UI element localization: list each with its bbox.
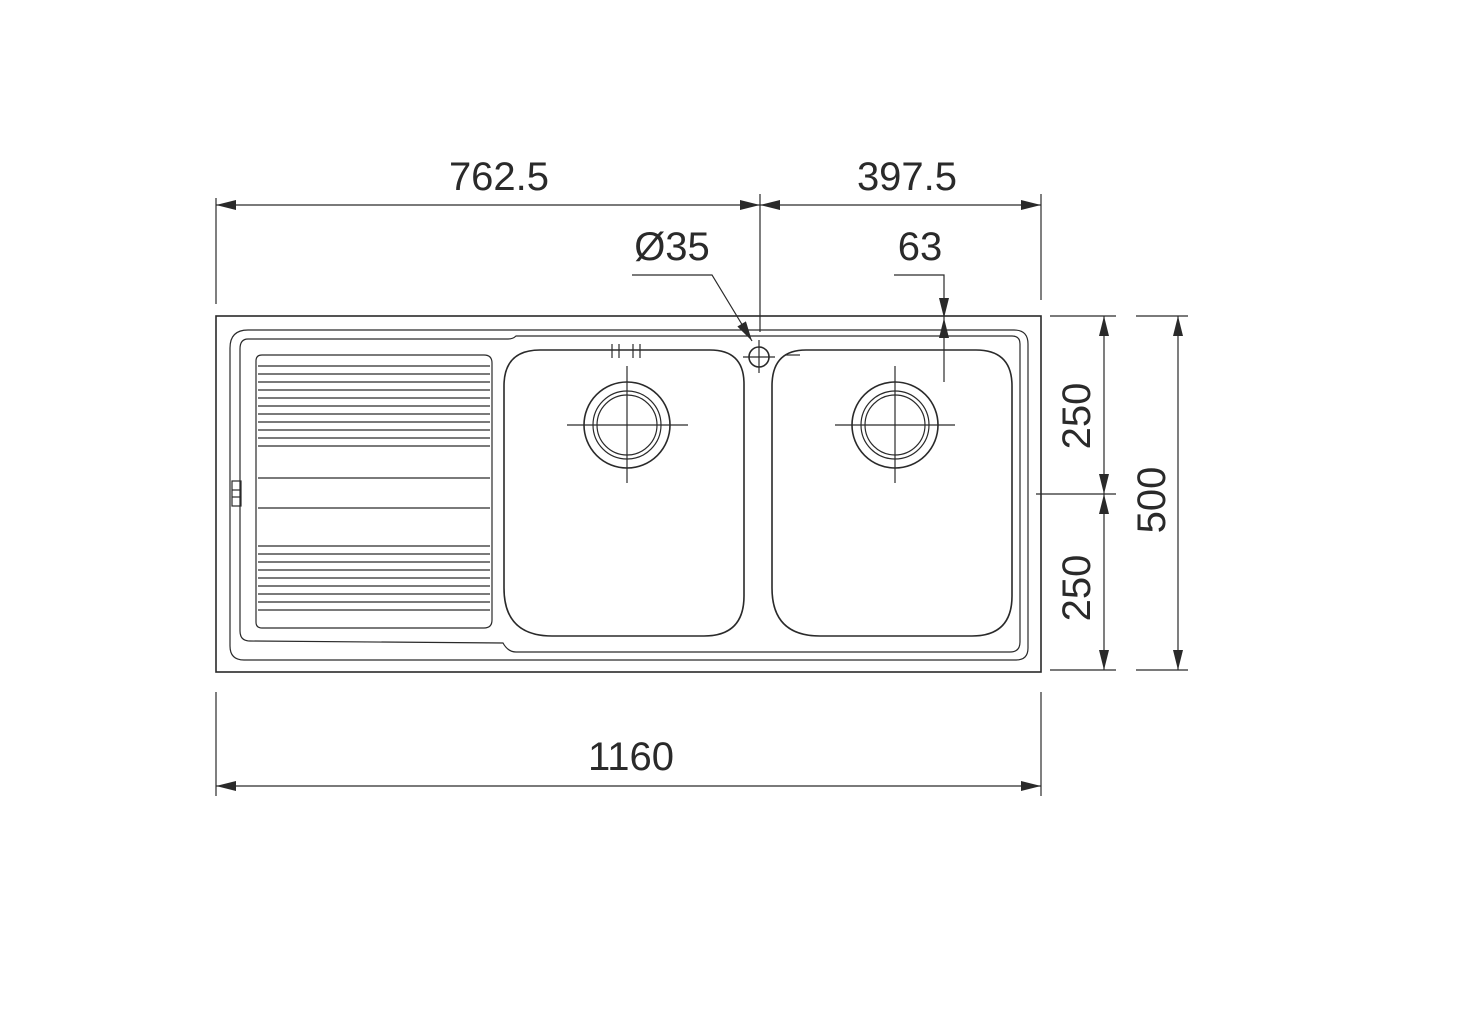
left-bowl bbox=[503, 344, 745, 637]
right-bowl bbox=[771, 349, 1013, 637]
dimension-arrows bbox=[216, 200, 1183, 791]
sink-outline bbox=[215, 315, 1042, 673]
drainer-board bbox=[231, 354, 493, 629]
label-tap-hole: Ø35 bbox=[634, 225, 710, 269]
right-drain-icon bbox=[835, 366, 955, 483]
left-drain-icon bbox=[567, 366, 688, 483]
label-right-width: 397.5 bbox=[857, 155, 957, 199]
label-total-depth: 500 bbox=[1130, 467, 1174, 534]
overflow-slot bbox=[231, 480, 242, 507]
label-total-width: 1160 bbox=[588, 735, 674, 779]
dimension-labels: 762.5 397.5 Ø35 63 1160 250 250 500 bbox=[449, 155, 1174, 779]
drainer-ribs bbox=[258, 365, 490, 611]
label-left-width: 762.5 bbox=[449, 155, 549, 199]
tap-hole-icon bbox=[743, 340, 800, 373]
label-lower-half: 250 bbox=[1055, 555, 1099, 622]
extension-lines bbox=[215, 194, 1188, 796]
label-tap-offset: 63 bbox=[898, 225, 943, 269]
label-upper-half: 250 bbox=[1055, 383, 1099, 450]
bowl-marks-icon bbox=[611, 344, 641, 358]
